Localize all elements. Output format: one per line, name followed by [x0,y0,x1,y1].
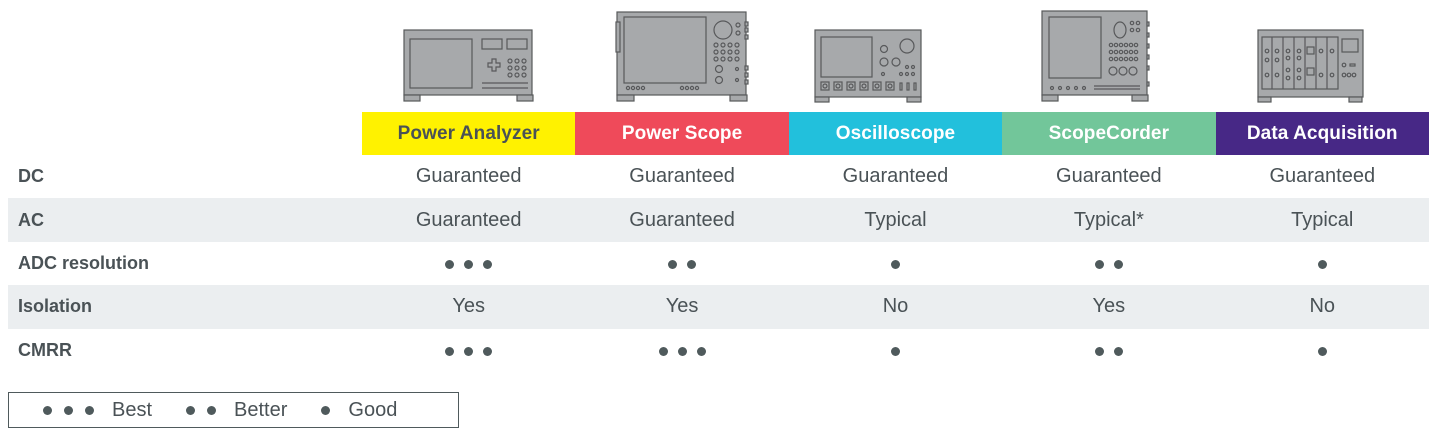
table-cell: Guaranteed [1269,165,1376,188]
table-cell: Yes [1092,295,1126,318]
table-row-isolation: Isolation Yes Yes No Yes No [8,285,1429,329]
power-scope-device-icon [575,0,788,112]
rating-dot-icon [1094,346,1104,356]
table-cell: Guaranteed [415,165,522,188]
rating-dot-icon [696,346,706,356]
rating-dot-icon [85,405,94,415]
row-label: ADC resolution [18,252,150,273]
rating-cell [1216,339,1429,362]
column-header-scopecorder: ScopeCorder [1002,112,1216,155]
rating-dot-icon [677,346,687,356]
table-cell: Typical [1291,208,1354,231]
table-row-cmrr: CMRR [8,329,1429,372]
table-row-adc-resolution: ADC resolution [8,242,1429,285]
rating-cell [789,339,1002,362]
rating-dot-icon [464,259,474,269]
rating-dot-icon [658,346,668,356]
table-cell: No [882,295,909,318]
rating-cell [362,339,575,362]
rating-dot-icon [186,405,196,415]
oscilloscope-device-icon [789,0,1002,112]
device-illustrations [362,0,1429,112]
legend-item-good: Good [321,399,397,422]
legend-item-better: Better [186,399,287,422]
column-header-bar: Power Analyzer Power Scope Oscilloscope … [362,112,1429,155]
rating-cell [789,252,1002,275]
table-cell: Guaranteed [842,165,949,188]
table-cell: Yes [665,295,699,318]
rating-dot-icon [1113,346,1123,356]
table-cell: Guaranteed [415,208,522,231]
data-acquisition-device-icon [1216,0,1429,112]
rating-dot-icon [890,259,900,269]
rating-dot-icon [207,405,217,415]
column-header-power-analyzer: Power Analyzer [362,112,576,155]
rating-dot-icon [1317,346,1327,356]
rating-cell [575,252,788,275]
rating-dots-icon [43,405,94,415]
table-cell: Guaranteed [629,165,735,188]
column-header-power-scope: Power Scope [575,112,789,155]
table-cell: Guaranteed [1056,165,1162,188]
rating-cell [575,339,788,362]
legend-label: Good [348,398,398,421]
rating-dot-icon [64,405,73,415]
rating-dot-icon [687,259,697,269]
column-header-oscilloscope: Oscilloscope [788,112,1003,155]
column-header-data-acquisition: Data Acquisition [1215,112,1429,155]
scopecorder-device-icon [1002,0,1215,112]
table-cell: No [1309,295,1336,318]
rating-dot-icon [1094,259,1104,269]
legend-label: Better [234,398,288,421]
table-cell: Typical [864,208,927,231]
table-row-ac: AC Guaranteed Guaranteed Typical Typical… [8,198,1429,242]
row-label: Isolation [18,296,93,317]
row-label: CMRR [18,339,72,360]
rating-dot-icon [1317,259,1327,269]
legend-item-best: Best [43,399,152,422]
rating-dot-icon [668,259,678,269]
legend-label: Best [112,398,153,421]
rating-dot-icon [321,405,331,415]
rating-dot-icon [890,346,900,356]
rating-cell [1002,252,1215,275]
rating-dot-icon [464,346,474,356]
rating-cell [1216,252,1429,275]
table-cell: Guaranteed [629,208,735,231]
rating-dots-icon [321,405,331,415]
comparison-table: DC Guaranteed Guaranteed Guaranteed Guar… [8,155,1429,372]
rating-dot-icon [445,346,455,356]
table-cell: Typical* [1073,208,1144,231]
row-label: DC [18,166,44,187]
rating-legend: Best Better Good [8,392,459,428]
row-label: AC [18,209,44,230]
rating-dot-icon [445,259,455,269]
rating-dot-icon [483,259,493,269]
rating-cell [362,252,575,275]
rating-cell [1002,339,1215,362]
rating-dot-icon [1113,259,1123,269]
table-cell: Yes [452,295,486,318]
power-analyzer-device-icon [362,0,575,112]
rating-dots-icon [186,405,217,415]
table-row-dc: DC Guaranteed Guaranteed Guaranteed Guar… [8,155,1429,198]
rating-dot-icon [483,346,493,356]
rating-dot-icon [43,405,52,415]
